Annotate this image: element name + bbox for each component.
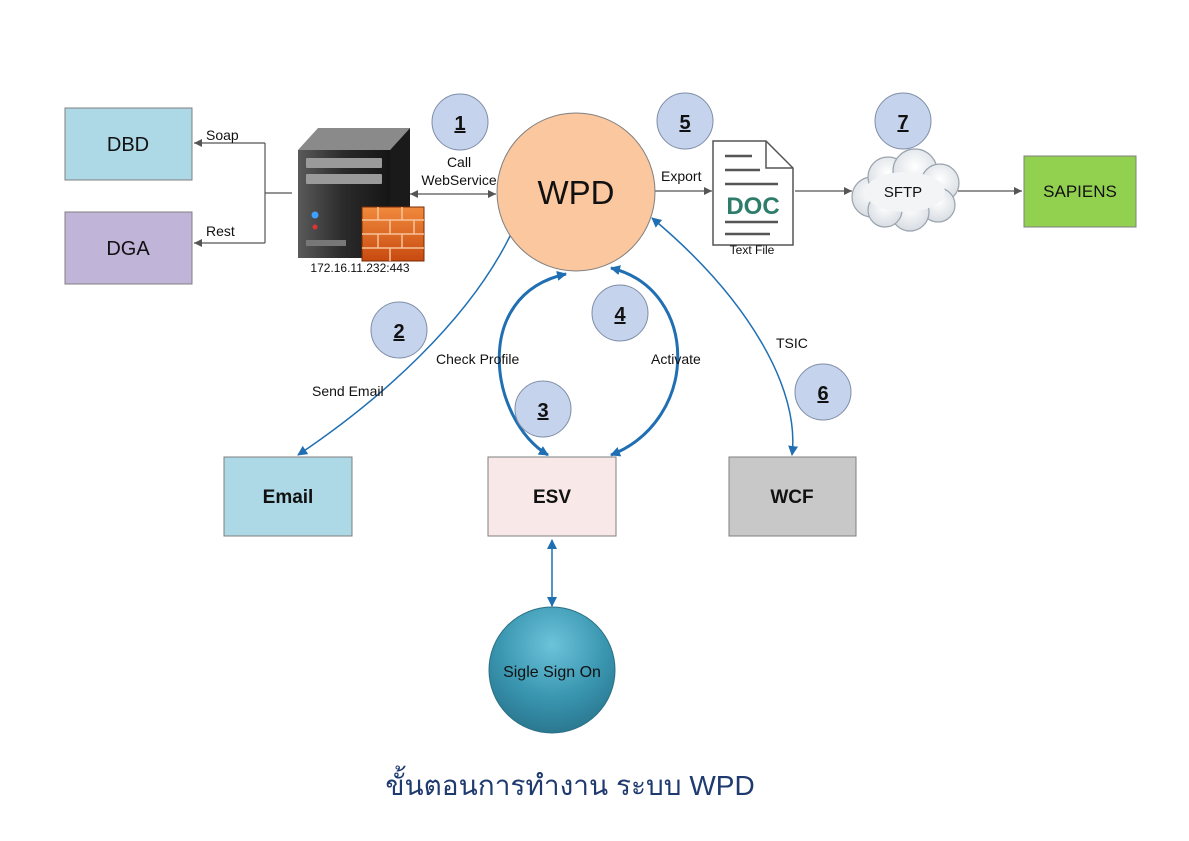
sapiens-label: SAPIENS — [1043, 182, 1117, 201]
doc-caption: Text File — [730, 243, 775, 257]
firewall-icon — [361, 206, 425, 262]
blue-connectors — [297, 217, 799, 607]
arrow-send-email — [297, 231, 513, 456]
tsic-label: TSIC — [776, 335, 808, 351]
step-badge-1: 1 — [431, 93, 489, 151]
server-address: 172.16.11.232:443 — [310, 261, 410, 275]
step-number-2: 2 — [393, 321, 404, 343]
soap-label: Soap — [206, 127, 239, 143]
step-badge-6: 6 — [794, 363, 852, 421]
step-number-3: 3 — [537, 400, 548, 422]
step-badge-2: 2 — [370, 301, 428, 359]
step-badge-7: 7 — [874, 92, 932, 150]
sftp-label: SFTP — [884, 184, 922, 201]
send-email-label: Send Email — [312, 383, 384, 399]
check-profile-label: Check Profile — [436, 351, 519, 367]
esv-label: ESV — [533, 487, 571, 508]
step-badge-4: 4 — [591, 284, 649, 342]
esv-box: ESV — [487, 456, 617, 537]
diagram-caption: ขั้นตอนการทำงาน ระบบ WPD — [385, 765, 754, 801]
step-badge-5: 5 — [656, 92, 714, 150]
step-number-1: 1 — [454, 113, 465, 135]
sso-node: Sigle Sign On — [488, 606, 616, 734]
server-icon: 172.16.11.232:443 — [298, 128, 425, 275]
doc-text: DOC — [726, 193, 779, 220]
wpd-label: WPD — [538, 174, 615, 211]
dbd-box: DBD — [64, 107, 193, 181]
call-label: Call — [447, 154, 471, 170]
edge-labels: Soap Rest Call WebService Export Send Em… — [206, 127, 808, 399]
arrow-tsic — [651, 217, 799, 456]
wcf-label: WCF — [770, 487, 813, 508]
wcf-box: WCF — [728, 456, 857, 537]
sso-label: Sigle Sign On — [503, 664, 601, 681]
step-badge-3: 3 — [514, 380, 572, 438]
email-label: Email — [263, 487, 314, 508]
step-number-6: 6 — [817, 383, 828, 405]
webservice-label: WebService — [421, 172, 496, 188]
export-label: Export — [661, 168, 702, 184]
dga-label: DGA — [106, 238, 150, 260]
step-number-7: 7 — [897, 112, 908, 134]
dga-box: DGA — [64, 211, 193, 285]
step-badges: 1 2 3 4 5 6 7 — [370, 92, 932, 438]
arrow-check-profile — [497, 271, 567, 457]
sapiens-box: SAPIENS — [1023, 155, 1137, 228]
step-number-5: 5 — [679, 112, 690, 134]
dbd-label: DBD — [107, 134, 149, 156]
doc-icon: DOC Text File — [712, 140, 794, 257]
step-number-4: 4 — [614, 304, 626, 326]
gray-connectors — [194, 139, 1022, 247]
wpd-node: WPD — [496, 112, 656, 272]
sftp-cloud-icon: SFTP — [851, 148, 960, 232]
activate-label: Activate — [651, 351, 701, 367]
rest-label: Rest — [206, 223, 235, 239]
email-box: Email — [223, 456, 353, 537]
